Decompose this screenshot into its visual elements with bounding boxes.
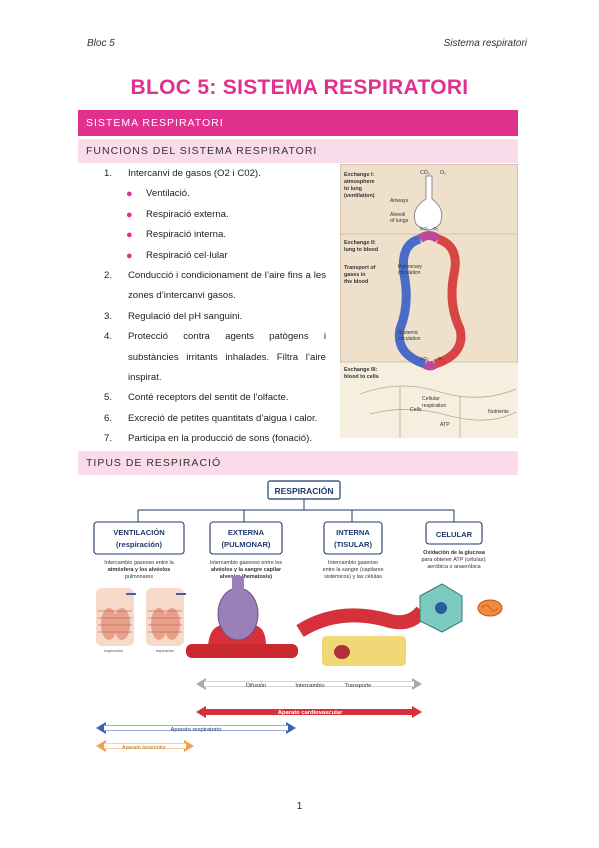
- svg-text:Oxidación de la glucosa: Oxidación de la glucosa: [423, 550, 486, 556]
- root-label: RESPIRACIÓN: [274, 485, 333, 496]
- svg-text:atmósfera y los alvéolos: atmósfera y los alvéolos: [108, 567, 171, 573]
- svg-text:EXTERNA: EXTERNA: [228, 528, 265, 537]
- svg-text:VENTILACIÓN: VENTILACIÓN: [113, 528, 164, 537]
- list-item: ●Respiració externa.: [104, 205, 326, 225]
- airways-label: Airways: [390, 198, 409, 204]
- capillary-illustration: [296, 606, 428, 666]
- list-item: 1.Intercanvi de gasos (O2 i C02).: [104, 168, 261, 179]
- svg-text:Intercambio: Intercambio: [295, 683, 324, 689]
- stage2-line1: Exchange II:: [344, 240, 376, 246]
- nutrients-label: Nutrients: [488, 409, 509, 415]
- page-title: BLOC 5: SISTEMA RESPIRATORI: [130, 76, 469, 99]
- svg-text:O₂: O₂: [440, 170, 446, 176]
- list-item: 7.Participa en la producció de sons (fon…: [104, 433, 312, 445]
- svg-text:(respiración): (respiración): [116, 540, 162, 549]
- svg-text:Transporte: Transporte: [345, 683, 372, 689]
- svg-text:circulation: circulation: [398, 270, 421, 276]
- list-item: 4.Protecció contra agents patògens i sub…: [104, 331, 326, 384]
- list-item: 5.Conté receptors del sentit de l’olfact…: [104, 392, 289, 404]
- subsection-heading-functions: FUNCIONS DEL SISTEMA RESPIRATORI: [78, 139, 518, 163]
- header-right: Sistema respiratori: [443, 38, 527, 49]
- bullet-icon: ●: [126, 208, 133, 221]
- svg-text:Alveoli: Alveoli: [390, 212, 405, 218]
- subsection-heading-types: TIPUS DE RESPIRACIÓ: [78, 451, 518, 475]
- svg-text:Intercambio gaseoso entre los: Intercambio gaseoso entre los: [210, 560, 283, 566]
- bullet-icon: ●: [126, 229, 133, 242]
- resp-arrow: [96, 722, 296, 734]
- svg-text:respiration: respiration: [422, 403, 446, 409]
- svg-text:the blood: the blood: [344, 279, 368, 285]
- atp-label: ATP: [440, 422, 450, 428]
- bullet-icon: ●: [126, 188, 133, 201]
- svg-text:CO₂: CO₂: [420, 356, 429, 361]
- svg-text:blood to cells: blood to cells: [344, 374, 379, 380]
- alveolus-illustration: [186, 576, 298, 658]
- svg-text:(TISULAR): (TISULAR): [334, 540, 372, 549]
- list-item: 6.Excreció de petites quantitats d’aigua…: [104, 412, 318, 424]
- svg-text:Pulmonary: Pulmonary: [398, 264, 422, 270]
- svg-text:alvéolos y la sangre capilar: alvéolos y la sangre capilar: [211, 567, 282, 573]
- list-item: ●Respiració interna.: [104, 225, 326, 245]
- svg-text:gases in: gases in: [344, 272, 366, 278]
- list-item: ●Respiració cel·lular: [104, 246, 326, 266]
- cardio-label: Aparato cardiovascular: [278, 710, 343, 716]
- stage1-line1: Exchange I:: [344, 172, 374, 178]
- list-item: ●Ventilació.: [104, 184, 326, 204]
- svg-text:sistémicos) y las células: sistémicos) y las células: [324, 574, 382, 580]
- stage3-line1: Exchange III:: [344, 367, 377, 373]
- svg-text:alveolar (hematosis): alveolar (hematosis): [220, 574, 272, 580]
- page-number: 1: [296, 801, 303, 812]
- svg-text:CO₂: CO₂: [420, 226, 429, 231]
- svg-text:inspiración: inspiración: [104, 648, 123, 653]
- cell-illustration: [419, 583, 503, 633]
- lung-illustration: [96, 588, 186, 646]
- functions-list: 1.Intercanvi de gasos (O2 i C02). ●Venti…: [104, 164, 326, 450]
- svg-text:to lung: to lung: [344, 186, 362, 192]
- loco-arrow: [96, 740, 194, 752]
- svg-text:entre la sangre (capilares: entre la sangre (capilares: [323, 567, 384, 573]
- svg-text:(PULMONAR): (PULMONAR): [222, 540, 271, 549]
- loco-label: Aparato locomotor: [122, 745, 166, 751]
- svg-text:O₂: O₂: [438, 356, 444, 361]
- svg-text:CELULAR: CELULAR: [436, 530, 473, 539]
- svg-text:(ventilation): (ventilation): [344, 193, 375, 199]
- cells-label: Cells: [410, 407, 422, 413]
- svg-text:espiración: espiración: [156, 648, 174, 653]
- list-item: 2.Conducció i condicionament de l’aire f…: [104, 270, 326, 302]
- svg-text:INTERNA: INTERNA: [336, 528, 370, 537]
- flow-arrow: [196, 678, 422, 690]
- bullet-icon: ●: [126, 249, 133, 262]
- svg-text:circulation: circulation: [398, 336, 421, 342]
- svg-text:lung to blood: lung to blood: [344, 247, 378, 253]
- svg-text:of lungs: of lungs: [390, 218, 409, 224]
- svg-text:atmosphere: atmosphere: [344, 179, 375, 185]
- svg-text:Systemic: Systemic: [398, 330, 419, 336]
- svg-text:CO₂: CO₂: [420, 170, 430, 176]
- svg-text:O₂: O₂: [433, 226, 439, 231]
- svg-text:aeróbica o anaeróbica: aeróbica o anaeróbica: [427, 564, 480, 570]
- section-heading: SISTEMA RESPIRATORI: [78, 110, 518, 136]
- gas-exchange-diagram: Exchange I: atmosphere to lung (ventilat…: [340, 164, 518, 438]
- svg-text:Intercambio gaseoso: Intercambio gaseoso: [328, 560, 378, 566]
- transport-line1: Transport of: [344, 265, 376, 271]
- resp-label: Aparato respiratorio: [171, 727, 222, 733]
- header-left: Bloc 5: [87, 38, 115, 49]
- respiration-types-diagram: RESPIRACIÓN VENTILACIÓN (respiración) EX…: [93, 480, 503, 752]
- svg-text:Intercambio gaseoso entre la: Intercambio gaseoso entre la: [104, 560, 174, 566]
- svg-text:Difusión: Difusión: [246, 683, 266, 689]
- cardio-arrow: [196, 706, 422, 718]
- svg-text:para obtener ATP (células);: para obtener ATP (células);: [421, 557, 487, 563]
- list-item: 3.Regulació del pH sanguini.: [104, 310, 243, 322]
- svg-text:Cellular: Cellular: [422, 396, 440, 402]
- svg-text:pulmonares: pulmonares: [125, 574, 153, 580]
